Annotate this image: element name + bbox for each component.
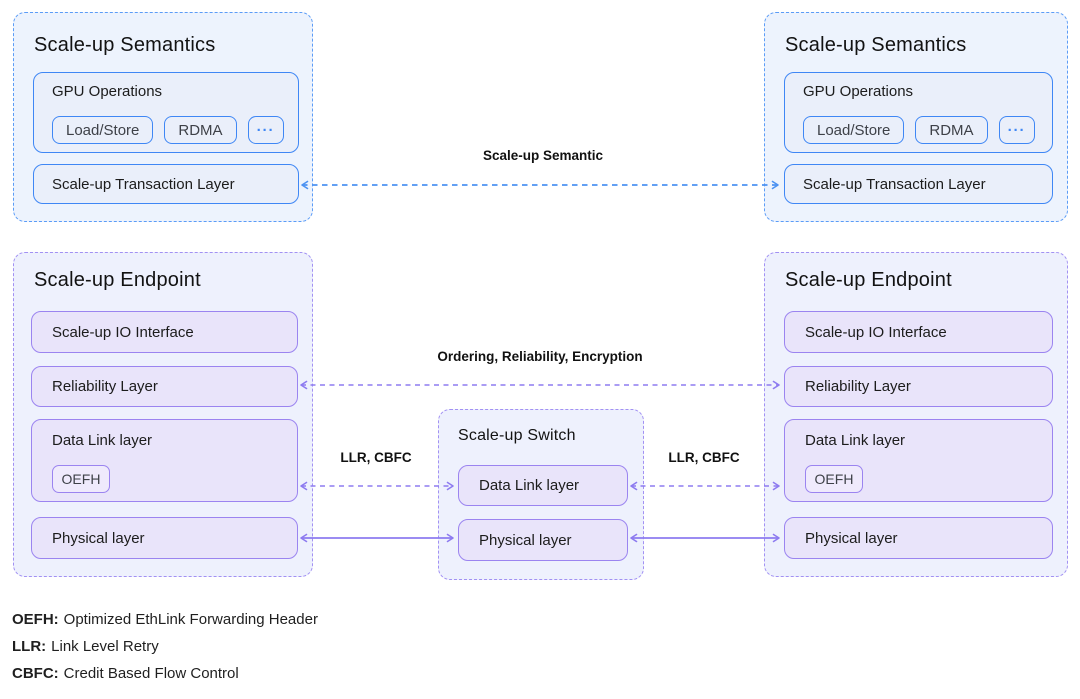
- load-store-chip: Load/Store: [803, 116, 905, 144]
- data-link-layer: Data Link layer OEFH: [784, 419, 1053, 502]
- gpu-operations-label: GPU Operations: [803, 83, 914, 100]
- gpu-operations-box: GPU Operations Load/Store RDMA ···: [33, 72, 299, 153]
- oefh-chip: OEFH: [52, 465, 110, 493]
- legend-item-llr: LLR:Link Level Retry: [12, 633, 318, 660]
- gpu-op-chips: Load/Store RDMA ···: [803, 116, 1035, 144]
- rdma-chip: RDMA: [164, 116, 237, 144]
- legend: OEFH:Optimized EthLink Forwarding Header…: [12, 606, 318, 687]
- llr-cbfc-label-right: LLR, CBFC: [668, 450, 740, 465]
- panel-title: Scale-up Semantics: [785, 34, 967, 56]
- io-interface-layer: Scale-up IO Interface: [784, 311, 1053, 353]
- semantics-panel-left: Scale-up Semantics GPU Operations Load/S…: [13, 12, 313, 222]
- endpoint-panel-right: Scale-up Endpoint Scale-up IO Interface …: [764, 252, 1068, 577]
- legend-abbr: OEFH:: [12, 611, 59, 628]
- physical-layer: Physical layer: [31, 517, 298, 559]
- transaction-layer-box: Scale-up Transaction Layer: [33, 164, 299, 204]
- data-link-layer: Data Link layer OEFH: [31, 419, 298, 502]
- oefh-chip: OEFH: [805, 465, 863, 493]
- legend-item-oefh: OEFH:Optimized EthLink Forwarding Header: [12, 606, 318, 633]
- llr-cbfc-label-left: LLR, CBFC: [340, 450, 412, 465]
- gpu-op-chips: Load/Store RDMA ···: [52, 116, 284, 144]
- endpoint-panel-left: Scale-up Endpoint Scale-up IO Interface …: [13, 252, 313, 577]
- panel-title: Scale-up Endpoint: [785, 269, 952, 291]
- legend-abbr: CBFC:: [12, 665, 59, 682]
- panel-title: Scale-up Endpoint: [34, 269, 201, 291]
- legend-text: Credit Based Flow Control: [63, 665, 239, 682]
- legend-abbr: LLR:: [12, 638, 47, 655]
- legend-text: Optimized EthLink Forwarding Header: [63, 611, 318, 628]
- data-link-label: Data Link layer: [52, 432, 153, 449]
- more-ops-chip: ···: [247, 116, 284, 144]
- ordering-arrow-label: Ordering, Reliability, Encryption: [437, 349, 643, 364]
- physical-layer: Physical layer: [784, 517, 1053, 559]
- switch-panel: Scale-up Switch Data Link layer Physical…: [438, 409, 644, 580]
- semantic-arrow-label: Scale-up Semantic: [482, 148, 604, 163]
- panel-title: Scale-up Switch: [458, 427, 576, 444]
- transaction-layer-box: Scale-up Transaction Layer: [784, 164, 1053, 204]
- reliability-layer: Reliability Layer: [784, 366, 1053, 407]
- reliability-layer: Reliability Layer: [31, 366, 298, 407]
- panel-title: Scale-up Semantics: [34, 34, 216, 56]
- load-store-chip: Load/Store: [52, 116, 154, 144]
- gpu-operations-box: GPU Operations Load/Store RDMA ···: [784, 72, 1053, 153]
- more-ops-chip: ···: [998, 116, 1035, 144]
- legend-item-cbfc: CBFC:Credit Based Flow Control: [12, 660, 318, 687]
- switch-physical-layer: Physical layer: [458, 519, 628, 561]
- legend-text: Link Level Retry: [51, 638, 159, 655]
- data-link-label: Data Link layer: [805, 432, 906, 449]
- io-interface-layer: Scale-up IO Interface: [31, 311, 298, 353]
- gpu-operations-label: GPU Operations: [52, 83, 163, 100]
- switch-data-link-layer: Data Link layer: [458, 465, 628, 506]
- rdma-chip: RDMA: [915, 116, 988, 144]
- semantics-panel-right: Scale-up Semantics GPU Operations Load/S…: [764, 12, 1068, 222]
